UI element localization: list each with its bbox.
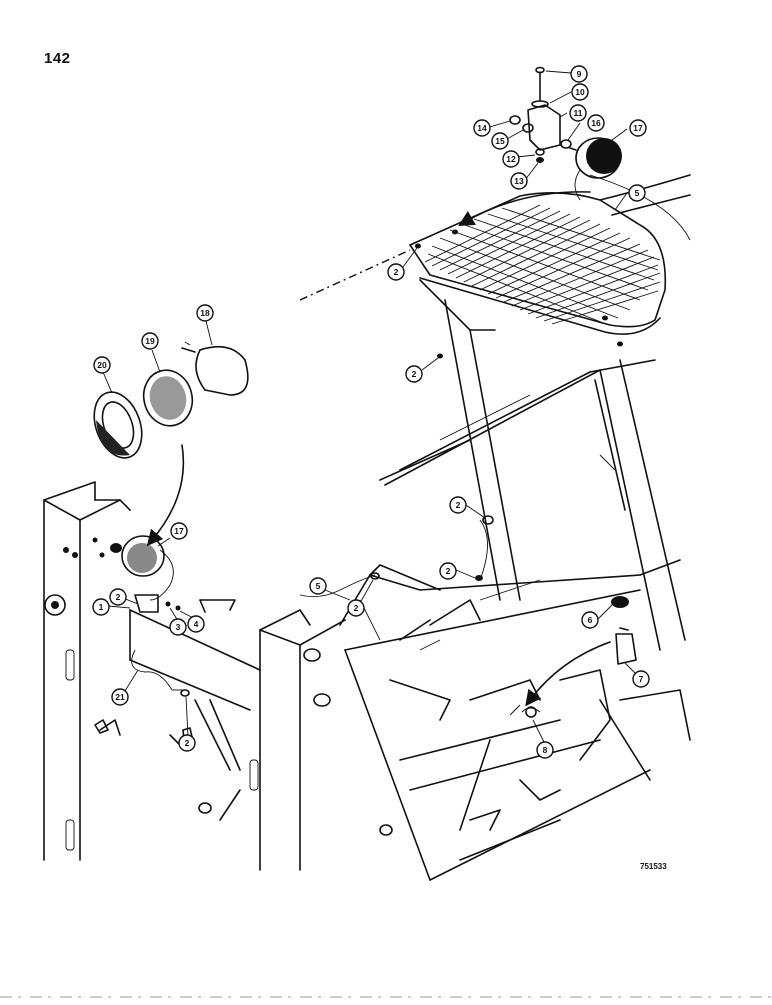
svg-text:1: 1: [99, 602, 104, 612]
callout-18: 18: [196, 304, 214, 322]
callout-8: 8: [536, 741, 554, 759]
svg-text:21: 21: [115, 692, 125, 702]
callout-17-top: 17: [629, 119, 647, 137]
callout-2-d: 2: [439, 562, 457, 580]
svg-text:19: 19: [145, 336, 155, 346]
callout-4: 4: [187, 615, 205, 633]
callout-2-f: 2: [109, 588, 127, 606]
lower-linkage: [99, 699, 241, 821]
svg-text:16: 16: [591, 118, 601, 128]
cross-beam: [129, 599, 261, 711]
svg-text:3: 3: [176, 622, 181, 632]
callout-17-left: 17: [170, 522, 188, 540]
svg-text:8: 8: [543, 745, 548, 755]
svg-text:12: 12: [506, 154, 516, 164]
callout-labels: 9 10 11 16 17 14 15 12 13 5 2 2 2 2 2 5 …: [92, 65, 650, 759]
light-switch: [509, 596, 637, 718]
install-arrow-left: [146, 444, 185, 547]
svg-text:2: 2: [412, 369, 417, 379]
callout-1: 1: [92, 598, 110, 616]
svg-text:6: 6: [588, 615, 593, 625]
left-frame: [43, 481, 131, 861]
install-arrow-top: [458, 191, 591, 227]
svg-text:2: 2: [116, 592, 121, 602]
svg-text:13: 13: [514, 176, 524, 186]
middle-upright: [249, 609, 346, 871]
callout-2-c: 2: [449, 496, 467, 514]
callout-9: 9: [570, 65, 588, 83]
svg-text:2: 2: [456, 500, 461, 510]
svg-text:4: 4: [194, 619, 199, 629]
rops-canopy: [299, 174, 691, 651]
canopy-grille: [424, 204, 661, 325]
svg-text:17: 17: [174, 526, 184, 536]
callout-12: 12: [502, 150, 520, 168]
callout-3: 3: [169, 618, 187, 636]
svg-text:2: 2: [354, 603, 359, 613]
callout-10: 10: [571, 83, 589, 101]
svg-text:2: 2: [446, 566, 451, 576]
svg-text:15: 15: [495, 136, 505, 146]
svg-text:20: 20: [97, 360, 107, 370]
callout-14: 14: [473, 119, 491, 137]
svg-text:14: 14: [477, 123, 487, 133]
page-number: 142: [44, 50, 71, 67]
svg-text:9: 9: [577, 69, 582, 79]
svg-text:18: 18: [200, 308, 210, 318]
callout-2-e: 2: [347, 599, 365, 617]
callout-2-b: 2: [405, 365, 423, 383]
svg-text:17: 17: [633, 123, 643, 133]
flood-light-rear: [509, 66, 622, 201]
svg-text:5: 5: [635, 188, 640, 198]
callout-5-mid: 5: [309, 577, 327, 595]
callout-21: 21: [111, 688, 129, 706]
svg-text:2: 2: [185, 738, 190, 748]
callout-19: 19: [141, 332, 159, 350]
callout-11: 11: [569, 104, 587, 122]
svg-text:2: 2: [394, 267, 399, 277]
callout-2-g: 2: [178, 734, 196, 752]
callout-5-top: 5: [628, 184, 646, 202]
drawing-code: 751533: [640, 862, 667, 871]
svg-text:10: 10: [575, 87, 585, 97]
callout-15: 15: [491, 132, 509, 150]
svg-text:5: 5: [316, 581, 321, 591]
flood-light-front: [93, 341, 249, 691]
svg-text:7: 7: [639, 674, 644, 684]
callout-6: 6: [581, 611, 599, 629]
callout-2-a: 2: [387, 263, 405, 281]
callout-7: 7: [632, 670, 650, 688]
callout-16: 16: [587, 114, 605, 132]
install-arrow-switch: [525, 641, 611, 707]
operator-platform: [198, 559, 691, 881]
callout-13: 13: [510, 172, 528, 190]
svg-text:11: 11: [574, 108, 583, 118]
callout-20: 20: [93, 356, 111, 374]
